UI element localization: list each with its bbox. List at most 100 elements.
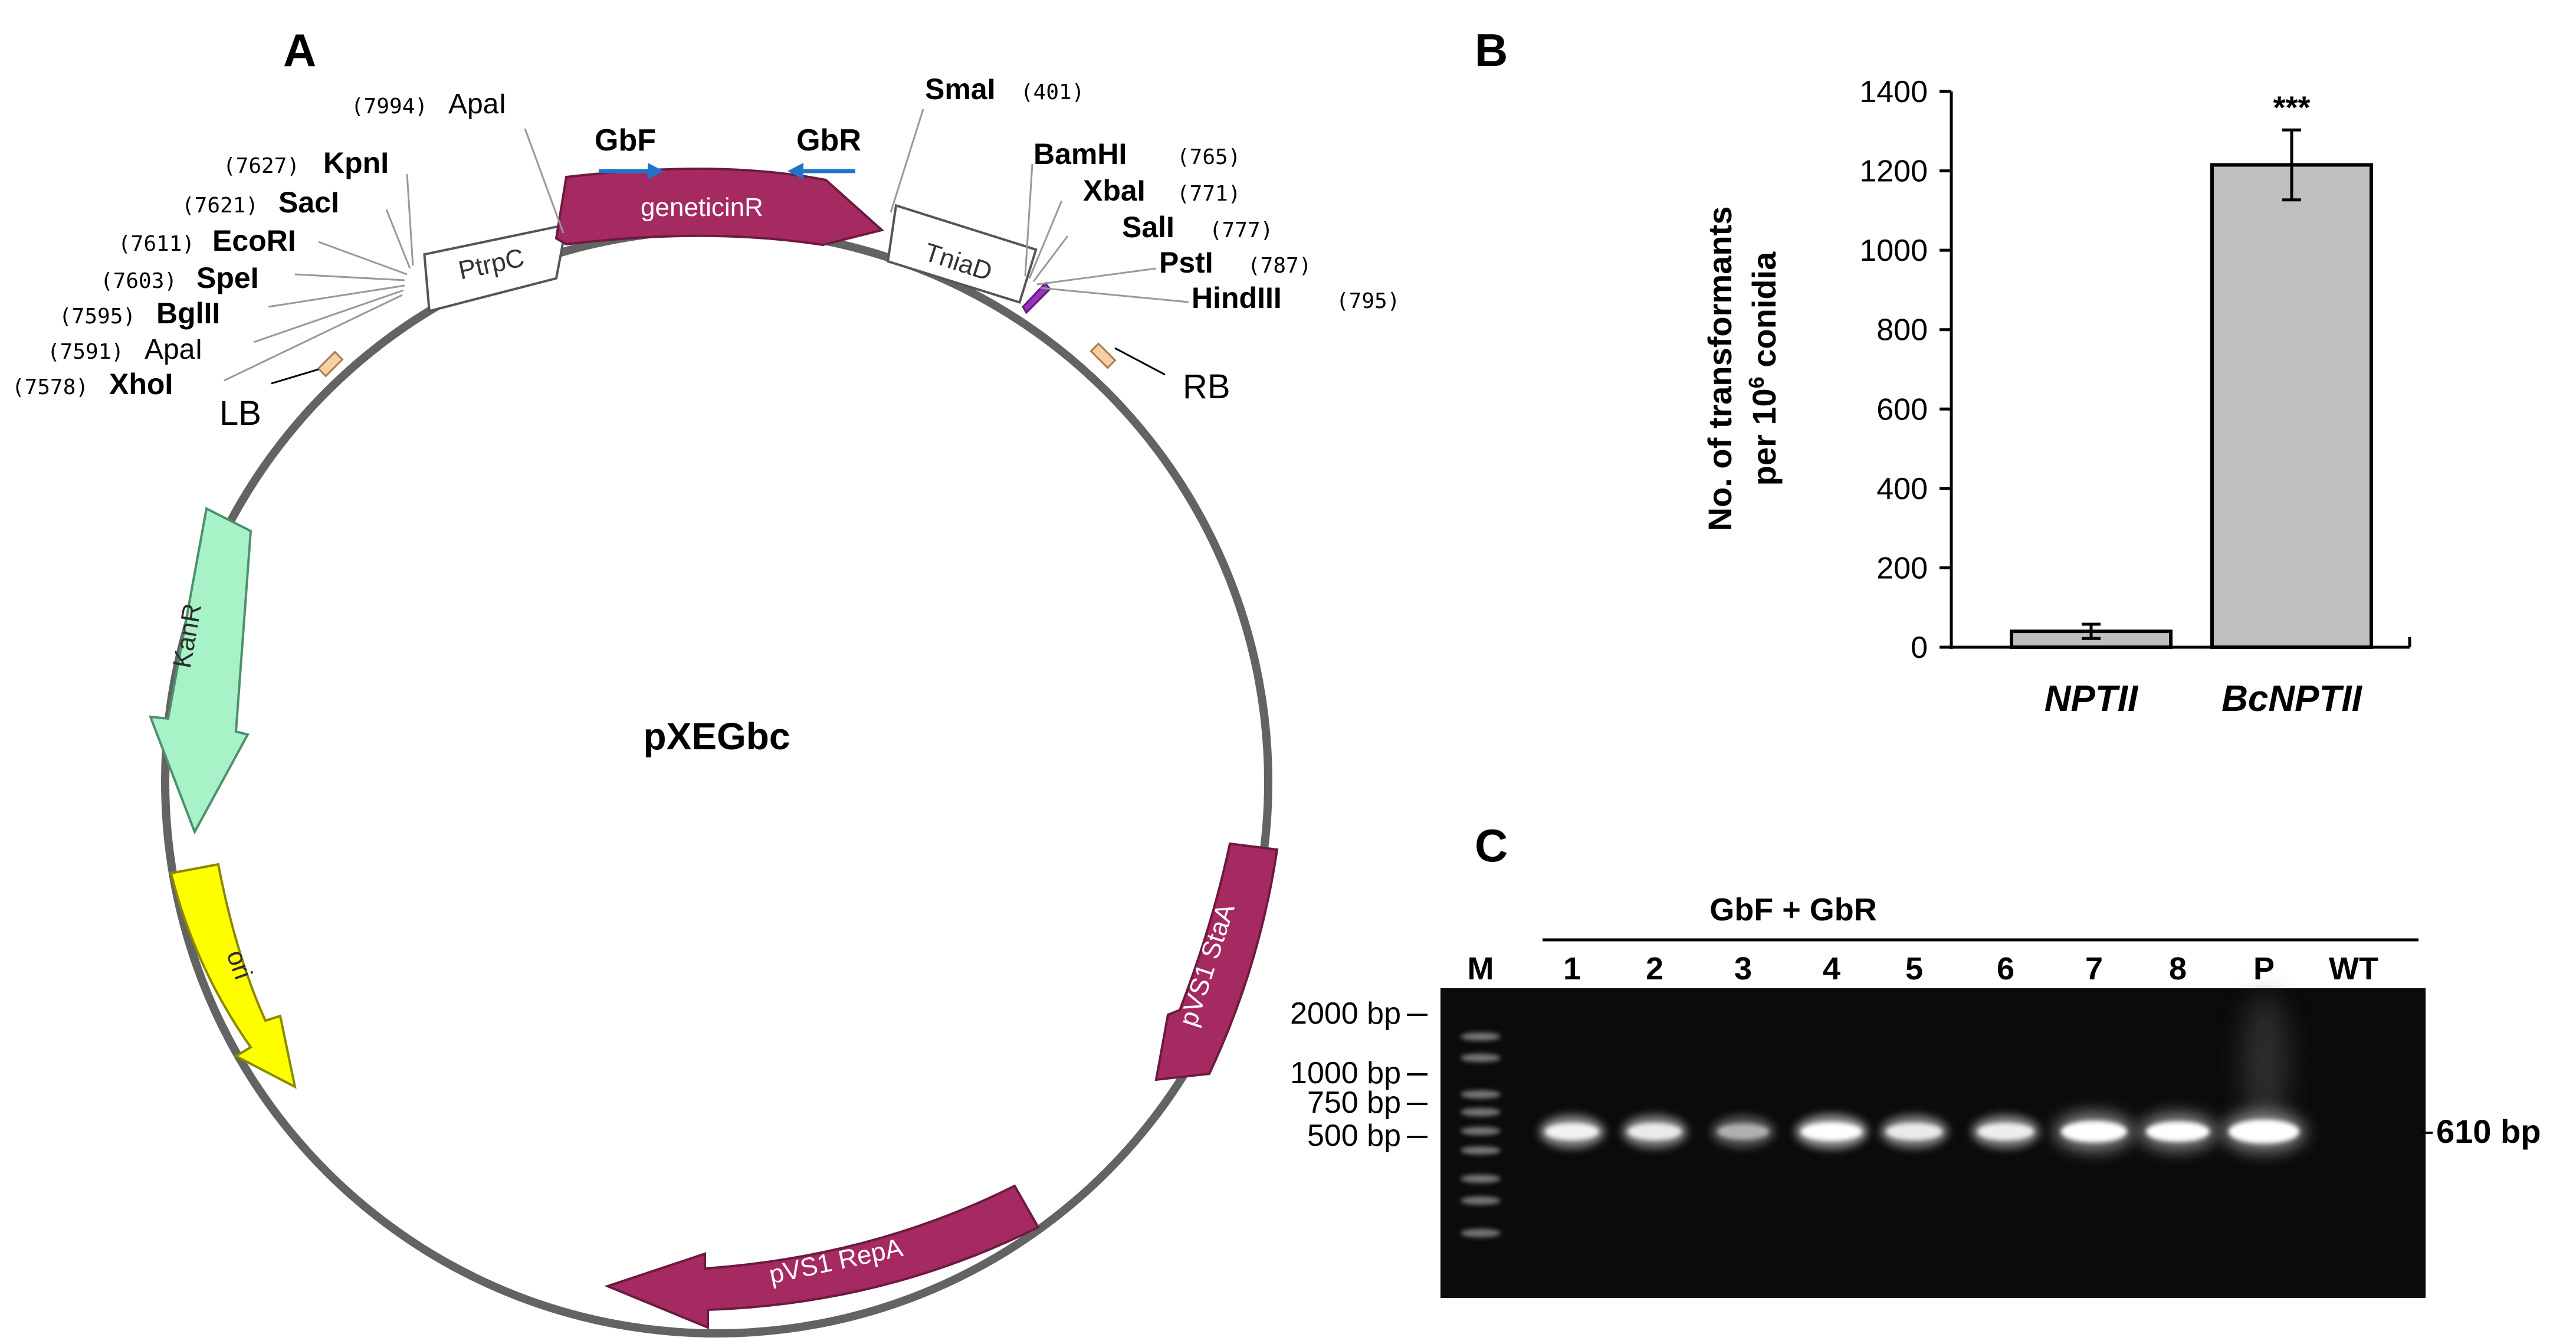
lane-label-2: 2 bbox=[1646, 951, 1663, 986]
band-lane-7 bbox=[2061, 1121, 2127, 1142]
site-label-psti-name: PstI bbox=[1159, 246, 1213, 279]
bar-1 bbox=[2210, 163, 2373, 649]
lb-label: LB bbox=[219, 394, 261, 432]
gel-image bbox=[1440, 988, 2426, 1298]
band-lane-2 bbox=[1627, 1123, 1682, 1140]
band-lane-8 bbox=[2146, 1122, 2210, 1142]
marker-label-0: 2000 bp bbox=[1290, 996, 1401, 1031]
y-axis-label-line2: per 106 conidia bbox=[1744, 251, 1783, 486]
lane-label-wt: WT bbox=[2329, 951, 2378, 986]
panel-b-letter: B bbox=[1475, 24, 1508, 76]
y-axis-label-line1: No. of transformants bbox=[1701, 206, 1738, 532]
ladder-band-6 bbox=[1461, 1175, 1501, 1183]
ladder-band-3 bbox=[1461, 1108, 1501, 1116]
y-tick-label-5: 1000 bbox=[1859, 234, 1928, 268]
tniad-feature: TniaD bbox=[886, 204, 1038, 304]
lb-mark bbox=[317, 350, 344, 378]
ladder-band-7 bbox=[1461, 1197, 1501, 1205]
ladder-band-4 bbox=[1461, 1127, 1501, 1135]
lane-label-m: M bbox=[1468, 951, 1494, 986]
band-lane-p bbox=[2229, 1120, 2299, 1143]
panel-c-letter: C bbox=[1475, 819, 1508, 871]
y-axis-label-line2-sup: 6 bbox=[1744, 376, 1768, 388]
right-site-leaders bbox=[890, 109, 1189, 303]
y-tick-label-0: 0 bbox=[1911, 631, 1928, 665]
y-tick-label-2: 400 bbox=[1876, 472, 1928, 506]
band-lane-4 bbox=[1801, 1122, 1862, 1141]
site-label-hindiii-pos: (795) bbox=[1336, 289, 1400, 313]
site-label-kpni-name: KpnI bbox=[323, 146, 389, 179]
lane-label-p: P bbox=[2253, 951, 2275, 986]
site-label-xhoi-pos: (7578) bbox=[12, 375, 88, 399]
site-label-bglii-name: BglII bbox=[156, 297, 220, 330]
site-label-spei-pos: (7603) bbox=[100, 269, 177, 293]
ladder-band-1 bbox=[1461, 1054, 1501, 1062]
geneticin-feature: geneticinR bbox=[554, 168, 885, 247]
ladder-band-0 bbox=[1461, 1032, 1501, 1041]
significance-marker: *** bbox=[2273, 90, 2310, 125]
primer-gbf-label: GbF bbox=[595, 123, 656, 158]
ladder-band-5 bbox=[1461, 1146, 1501, 1155]
primer-gbr-arrow bbox=[787, 163, 855, 179]
marker-ladder bbox=[1461, 1032, 1501, 1237]
site-label-xbai-pos: (771) bbox=[1177, 182, 1241, 206]
site-label-apai-bottom-pos: (7591) bbox=[47, 340, 124, 364]
site-label-psti-pos: (787) bbox=[1248, 254, 1311, 278]
product-bands bbox=[1539, 1112, 2305, 1152]
y-axis-label-line2-pre: per 10 bbox=[1745, 388, 1783, 486]
lb-leader bbox=[271, 368, 319, 385]
band-lane-3 bbox=[1717, 1123, 1769, 1140]
primer-gbf-arrow bbox=[599, 163, 664, 179]
y-axis-label-line2-post: conidia bbox=[1745, 251, 1783, 376]
lane-label-1: 1 bbox=[1563, 951, 1581, 986]
plasmid-backbone bbox=[161, 226, 1272, 1338]
site-label-sali-name: SalI bbox=[1122, 211, 1174, 244]
site-label-xhoi-name: XhoI bbox=[109, 368, 173, 401]
site-label-spei-name: SpeI bbox=[196, 261, 259, 294]
primer-gbr-label: GbR bbox=[796, 123, 861, 158]
y-tick-label-3: 600 bbox=[1876, 392, 1928, 427]
y-tick-label-4: 800 bbox=[1876, 313, 1928, 348]
site-label-smai-name: SmaI bbox=[925, 73, 996, 106]
site-label-ecori-pos: (7611) bbox=[118, 232, 195, 256]
site-label-apai-top-name: ApaI bbox=[448, 88, 507, 120]
site-label-saci-name: SacI bbox=[278, 186, 339, 219]
positive-control-smear bbox=[2242, 994, 2289, 1130]
rb-leader bbox=[1114, 347, 1166, 376]
rb-mark bbox=[1090, 342, 1117, 369]
y-tick-label-7: 1400 bbox=[1859, 75, 1928, 109]
y-tick-label-1: 200 bbox=[1876, 551, 1928, 585]
marker-label-2: 750 bp bbox=[1307, 1086, 1401, 1120]
site-label-apai-bottom-name: ApaI bbox=[145, 334, 203, 365]
ptrpc-feature: PtrpC bbox=[423, 223, 568, 313]
x-label-0: NPTII bbox=[2045, 678, 2139, 719]
site-label-apai-top-pos: (7994) bbox=[351, 94, 428, 119]
site-label-bamhi-name: BamHI bbox=[1033, 137, 1127, 171]
lane-label-3: 3 bbox=[1734, 951, 1752, 986]
plasmid-name: pXEGbc bbox=[644, 715, 790, 758]
band-lane-5 bbox=[1886, 1123, 1942, 1140]
y-tick-label-6: 1200 bbox=[1859, 155, 1928, 189]
site-label-sali-pos: (777) bbox=[1209, 218, 1273, 242]
band-lane-6 bbox=[1977, 1123, 2034, 1140]
site-label-ecori-name: EcoRI bbox=[212, 224, 296, 257]
bars bbox=[2010, 128, 2373, 649]
gel-primer-label: GbF + GbR bbox=[1709, 892, 1877, 927]
marker-label-1: 1000 bp bbox=[1290, 1056, 1401, 1090]
ladder-band-2 bbox=[1461, 1090, 1501, 1099]
site-label-saci-pos: (7621) bbox=[182, 194, 258, 218]
lane-label-8: 8 bbox=[2169, 951, 2187, 986]
staa-feature: pVS1 StaA bbox=[1154, 842, 1279, 1081]
site-label-bglii-pos: (7595) bbox=[59, 304, 136, 329]
product-size-label: 610 bp bbox=[2436, 1113, 2541, 1150]
site-label-bamhi-pos: (765) bbox=[1177, 145, 1241, 169]
lane-label-4: 4 bbox=[1823, 951, 1840, 986]
site-label-kpni-pos: (7627) bbox=[223, 154, 300, 178]
repa-feature: pVS1 RepA bbox=[604, 1184, 1040, 1329]
site-label-hindiii-name: HindIII bbox=[1192, 281, 1282, 314]
